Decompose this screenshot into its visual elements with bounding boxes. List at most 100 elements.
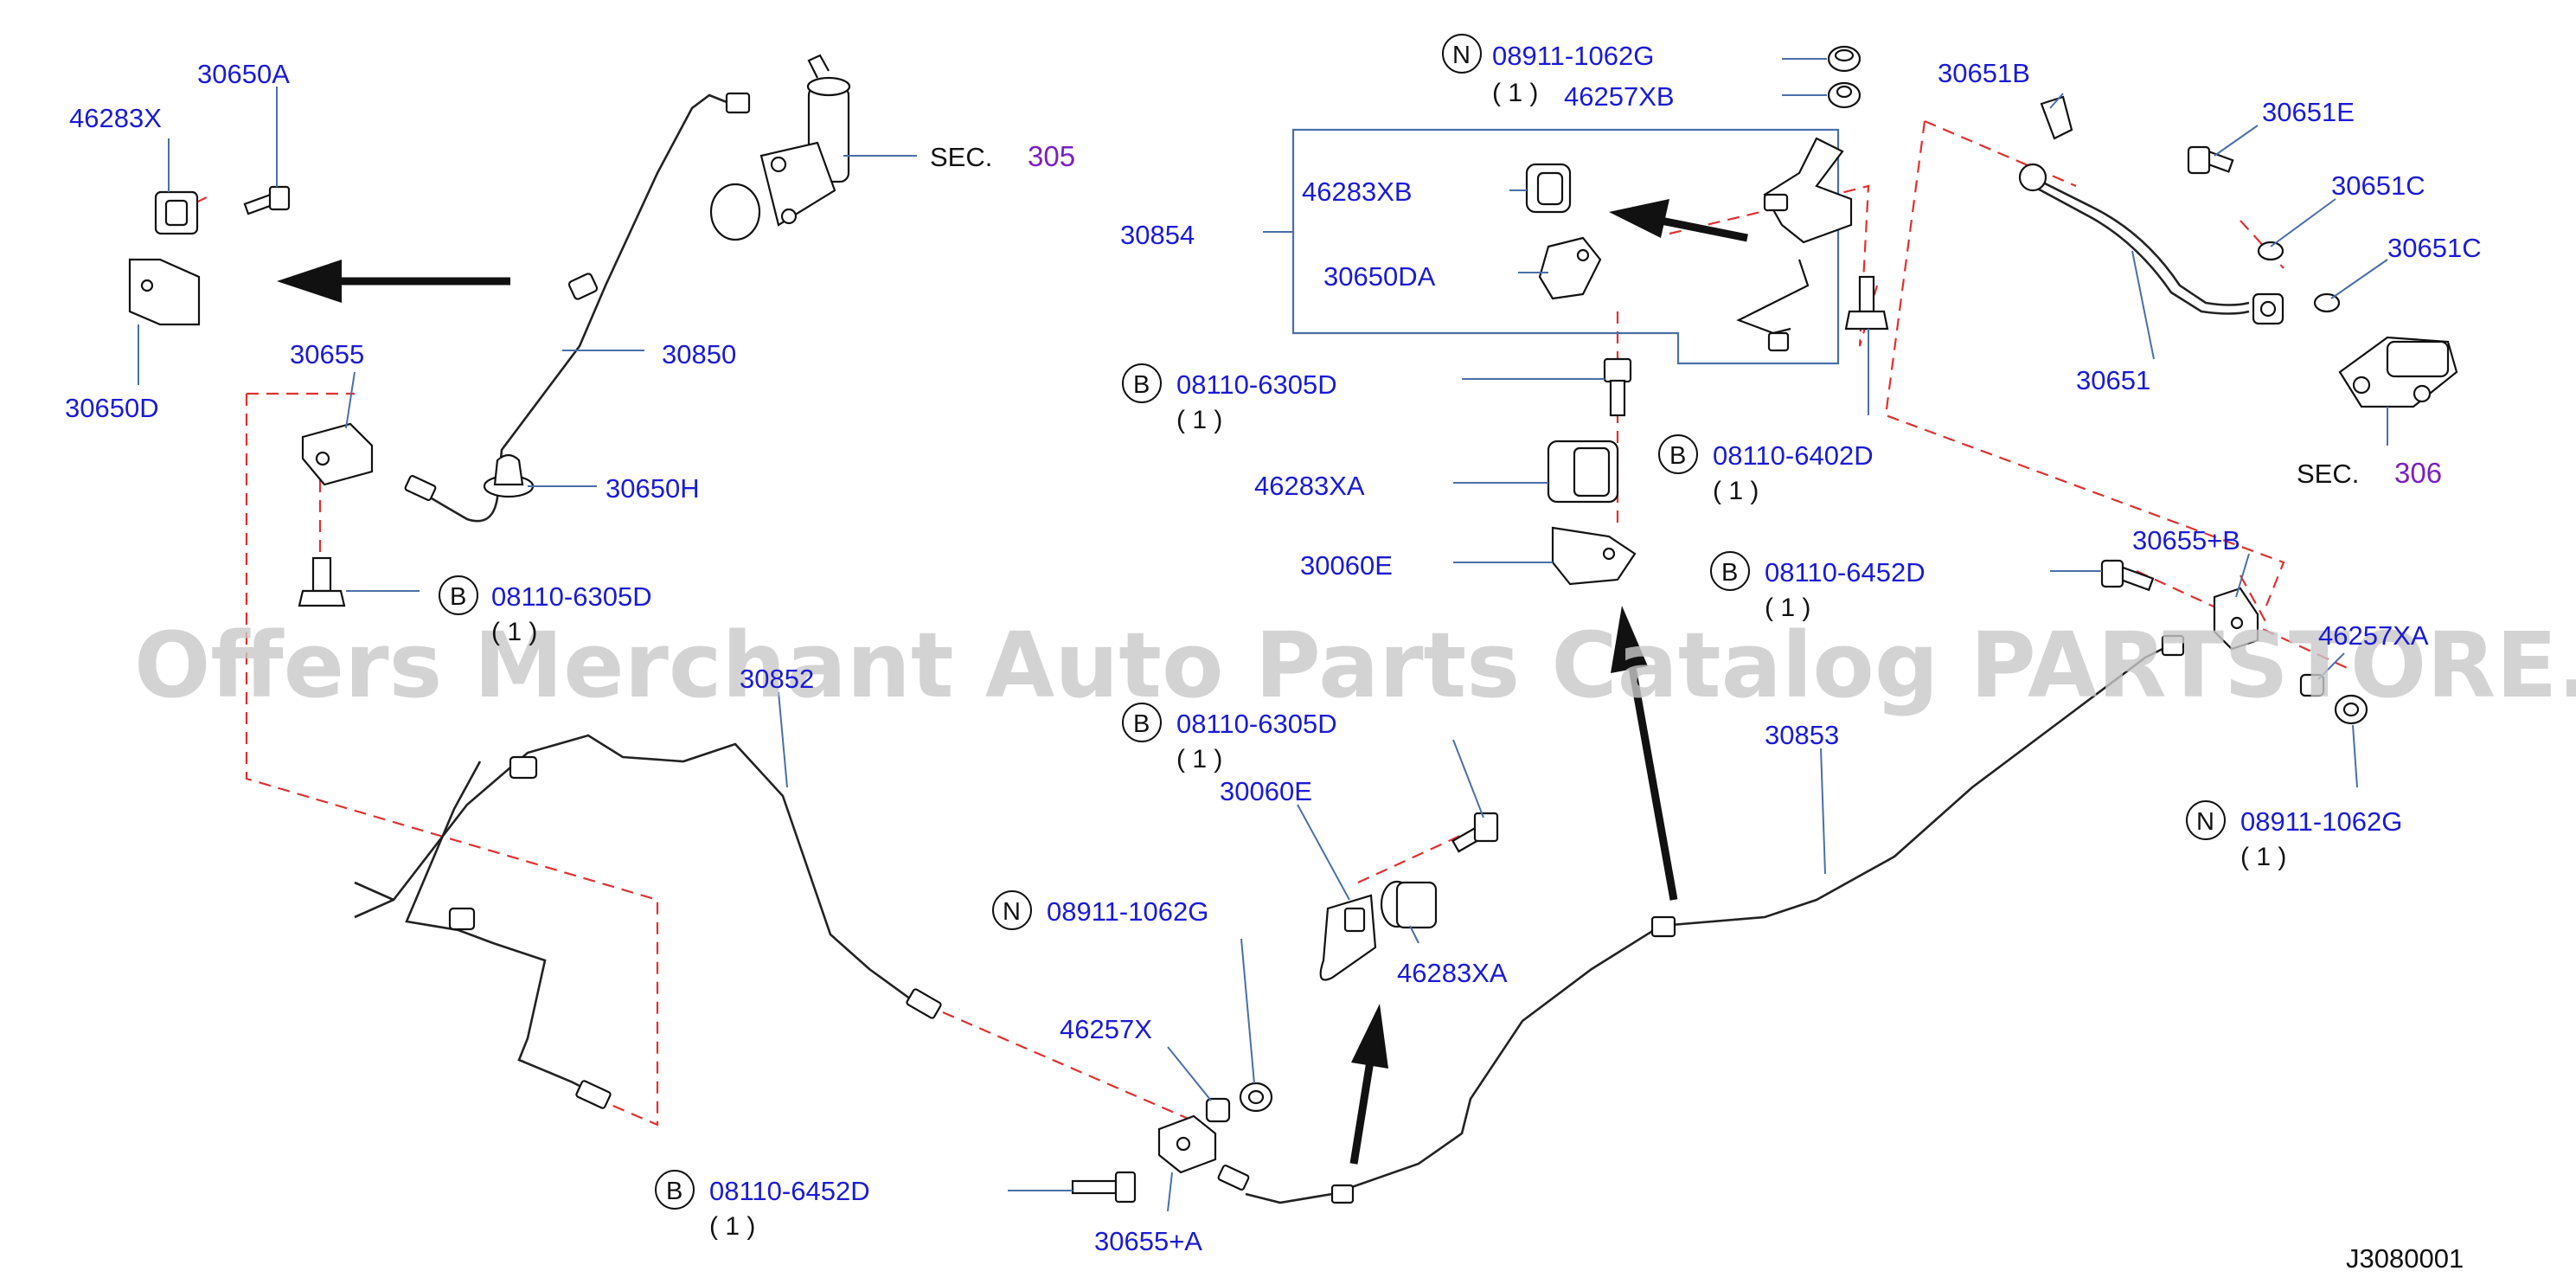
part-08110-6452D: 08110-6452D — [1765, 557, 1926, 587]
label-30650DA: 30650DA — [1323, 261, 1436, 292]
label-30651C-1: 30651C — [2331, 170, 2425, 201]
tube-end-fitting — [575, 1080, 612, 1109]
letter-b: B — [666, 1178, 682, 1205]
small-bolt — [1767, 331, 1790, 352]
label-30060E-lower: 30060E — [1220, 776, 1312, 806]
nut-08911-1062G-right — [2334, 694, 2368, 725]
clamp-30650DA — [1538, 236, 1602, 300]
clutch-operating-cylinder — [2338, 336, 2458, 408]
callout-n-08911-1062G-mid: N 08911-1062G — [992, 890, 1208, 930]
nut-08911-1062G-top — [1827, 45, 1862, 73]
callout-b-08110-6305D-left: B 08110-6305D ( 1 ) — [439, 575, 652, 646]
qty: ( 1 ) — [1492, 79, 1538, 107]
part-08110-6305D: 08110-6305D — [1176, 709, 1337, 739]
tube-clip — [1650, 915, 1676, 938]
bolt-08110-6452D-bottom — [1071, 1171, 1137, 1204]
tube-clip — [448, 907, 476, 931]
arrow-up-lower — [1349, 1004, 1388, 1165]
bolt-08110-6305D-mid — [1603, 357, 1632, 417]
qty: ( 1 ) — [1176, 406, 1222, 434]
clamp-30650D — [128, 258, 201, 326]
letter-b: B — [1133, 371, 1150, 399]
label-30650D: 30650D — [65, 393, 159, 423]
qty: ( 1 ) — [2240, 843, 2286, 871]
clip-30651B — [2040, 95, 2073, 140]
part-08110-6452D: 08110-6452D — [709, 1176, 870, 1206]
bolt-30651E — [2187, 145, 2234, 175]
callout-b-08110-6305D-low: B 08110-6305D ( 1 ) — [1122, 703, 1337, 774]
label-46283XA-lower: 46283XA — [1397, 958, 1508, 988]
letter-n: N — [1452, 42, 1471, 69]
nut-08911-1062G-mid — [1239, 1082, 1273, 1113]
tube-end-fitting — [906, 988, 942, 1019]
letter-n: N — [2196, 808, 2214, 836]
part-08911-1062G: 08911-1062G — [1492, 41, 1654, 71]
small-bolt — [1763, 193, 1789, 212]
clutch-master-cylinder — [709, 54, 851, 241]
grommet-46283XB — [1525, 163, 1572, 214]
washer-30651C — [2257, 241, 2284, 261]
part-shapes — [128, 45, 2458, 1204]
arrow-left-box — [1609, 199, 1748, 242]
label-30655: 30655 — [290, 339, 364, 369]
qty: ( 1 ) — [709, 1212, 755, 1241]
bracket-30060E-lower — [1319, 894, 1377, 981]
arrow-left — [277, 260, 510, 303]
callout-n-08911-1062G-top: N 08911-1062G ( 1 ) — [1442, 34, 1654, 107]
qty: ( 1 ) — [1765, 594, 1810, 622]
label-30651: 30651 — [2076, 365, 2150, 395]
leader-lines — [138, 58, 2388, 1212]
bracket-30060E-upper — [1551, 526, 1637, 586]
grommet-46283X — [154, 190, 199, 235]
tube-clip — [509, 755, 538, 780]
label-30854: 30854 — [1120, 220, 1195, 250]
bracket-30655 — [301, 422, 374, 486]
bracket-30655B — [2213, 587, 2259, 651]
hose-fitting-left — [2018, 163, 2047, 192]
tube-end-fitting — [1217, 1164, 1250, 1191]
grommet-46283XA-upper — [1547, 440, 1619, 504]
sec-305-prefix: SEC. — [930, 142, 992, 172]
letter-b: B — [1721, 559, 1738, 587]
bracket-30854 — [1736, 137, 1853, 335]
grommet-46283XA-lower — [1380, 880, 1438, 929]
label-30852: 30852 — [740, 664, 814, 694]
grommet-30650H — [483, 453, 535, 498]
label-46283XA-upper: 46283XA — [1254, 471, 1365, 501]
bolt-08110-6305D-low — [1451, 812, 1499, 853]
label-30650A: 30650A — [197, 59, 290, 89]
label-46283X: 46283X — [69, 103, 162, 133]
section-references: SEC. 305 SEC. 306 — [930, 140, 2442, 489]
sec-306-number: 306 — [2394, 457, 2442, 489]
label-30850: 30850 — [662, 339, 736, 369]
grommet-46257XB — [1827, 81, 1862, 109]
arrow-up-upper — [1611, 606, 1678, 901]
letter-b: B — [1133, 710, 1150, 738]
label-46257X: 46257X — [1060, 1014, 1152, 1044]
tube-fitting-upper — [725, 92, 751, 114]
label-30655A: 30655+A — [1094, 1226, 1202, 1256]
qty: ( 1 ) — [491, 618, 537, 646]
part-08110-6402D: 08110-6402D — [1713, 440, 1874, 471]
label-30650H: 30650H — [606, 473, 700, 504]
label-46257XA: 46257XA — [2318, 620, 2429, 651]
tube-end-fitting — [2161, 634, 2185, 657]
label-46257XB: 46257XB — [1564, 81, 1675, 112]
sec-305-number: 305 — [1028, 140, 1075, 172]
letter-b: B — [450, 583, 466, 611]
tube-end-fitting-left — [404, 474, 437, 502]
pipes — [354, 93, 2250, 1204]
sec-306-prefix: SEC. — [2297, 459, 2359, 489]
bracket-30655A — [1157, 1114, 1217, 1174]
label-30651E: 30651E — [2262, 97, 2355, 127]
part-08110-6305D: 08110-6305D — [1176, 369, 1337, 400]
bolt-30650A — [243, 185, 291, 215]
callout-n-08911-1062G-right: N 08911-1062G ( 1 ) — [2186, 800, 2402, 871]
grommet-46257XA — [2299, 673, 2325, 697]
label-30853: 30853 — [1765, 720, 1839, 750]
part-08911-1062G: 08911-1062G — [2240, 806, 2402, 837]
bracket-group-box — [1291, 128, 1840, 365]
qty: ( 1 ) — [1713, 477, 1759, 505]
bolt-08110-6452D-right — [2100, 559, 2155, 592]
